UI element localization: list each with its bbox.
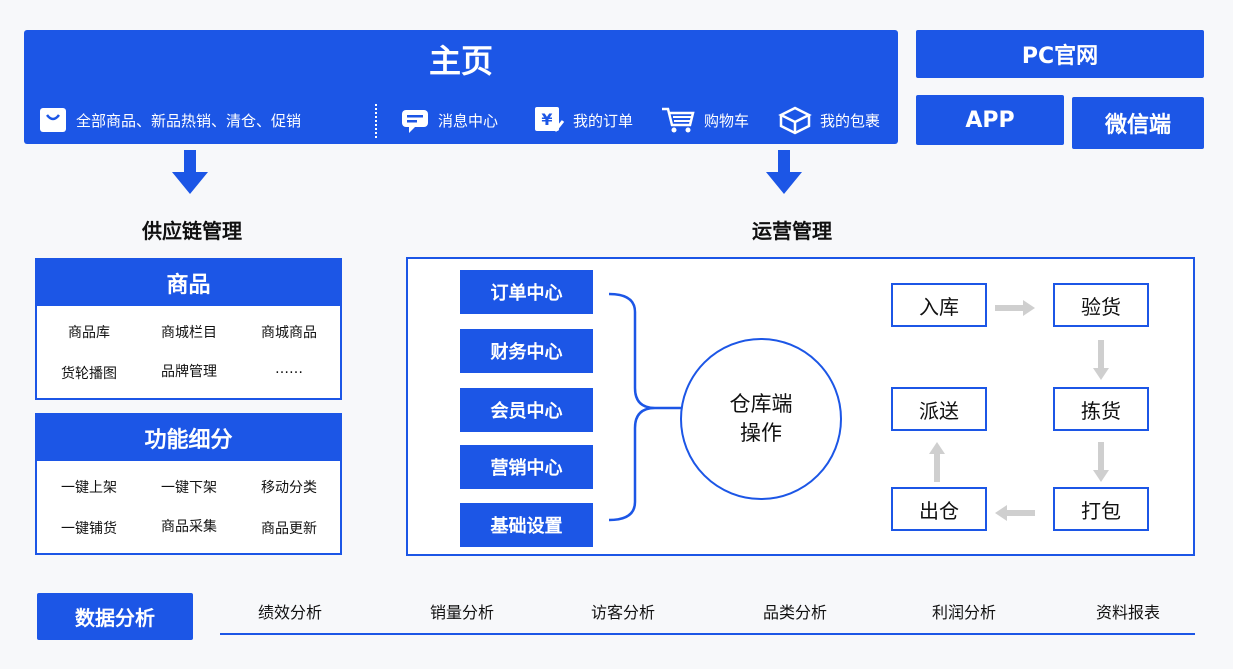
warehouse-operation-circle: 仓库端 操作	[680, 338, 842, 500]
flow-step-inbound: 入库	[891, 283, 987, 327]
analysis-item-category[interactable]: 品类分析	[762, 603, 827, 622]
operations-title: 运营管理	[752, 219, 832, 243]
flow-step-pack: 打包	[1053, 487, 1149, 531]
products-item[interactable]: 商城栏目	[161, 325, 217, 341]
basic-settings-button[interactable]: 基础设置	[460, 503, 593, 547]
flow-step-deliver: 派送	[891, 387, 987, 431]
nav-message-center-label: 消息中心	[438, 111, 499, 130]
shopping-bag-icon	[40, 108, 66, 132]
shopping-cart-icon	[662, 107, 695, 133]
functions-item[interactable]: 商品采集	[161, 519, 217, 535]
data-analysis-button[interactable]: 数据分析	[37, 593, 193, 640]
svg-text:¥: ¥	[541, 110, 552, 129]
analysis-item-profit[interactable]: 利润分析	[931, 603, 996, 622]
order-center-button[interactable]: 订单中心	[460, 270, 593, 314]
down-arrow-icon	[172, 150, 208, 194]
analysis-item-reports[interactable]: 资料报表	[1095, 603, 1160, 622]
nav-all-products[interactable]: 全部商品、新品热销、清仓、促销	[38, 102, 301, 138]
right-arrow-icon	[995, 300, 1035, 316]
functions-item[interactable]: 一键下架	[161, 480, 217, 496]
supply-chain-title: 供应链管理	[142, 219, 242, 243]
functions-item[interactable]: 一键上架	[61, 480, 117, 496]
member-center-button[interactable]: 会员中心	[460, 388, 593, 432]
left-arrow-icon	[995, 505, 1035, 521]
products-item[interactable]: 品牌管理	[161, 364, 217, 380]
brace-connector	[608, 292, 681, 522]
app-button[interactable]: APP	[916, 95, 1064, 145]
products-item[interactable]: 商城商品	[261, 325, 317, 341]
nav-my-orders-label: 我的订单	[573, 111, 634, 130]
flow-step-pick: 拣货	[1053, 387, 1149, 431]
nav-message-center[interactable]: 消息中心	[400, 102, 498, 138]
warehouse-label-line2: 操作	[740, 421, 782, 445]
products-item-more: ……	[275, 361, 303, 377]
nav-my-orders[interactable]: ¥ 我的订单	[533, 102, 633, 138]
main-header-bar: 主页	[24, 30, 898, 144]
marketing-center-button[interactable]: 营销中心	[460, 445, 593, 489]
down-arrow-icon	[766, 150, 802, 194]
functions-item[interactable]: 移动分类	[261, 480, 317, 496]
down-arrow-gray-icon	[1093, 340, 1109, 380]
functions-item[interactable]: 商品更新	[261, 521, 317, 537]
down-arrow-gray-icon	[1093, 442, 1109, 482]
wechat-button[interactable]: 微信端	[1072, 97, 1204, 149]
products-item[interactable]: 商品库	[68, 325, 110, 341]
page-title: 主页	[428, 42, 493, 80]
finance-center-button[interactable]: 财务中心	[460, 329, 593, 373]
nav-shopping-cart[interactable]: 购物车	[660, 102, 749, 138]
warehouse-label-line1: 仓库端	[729, 391, 793, 416]
nav-all-products-label: 全部商品、新品热销、清仓、促销	[76, 111, 302, 130]
pc-website-button[interactable]: PC官网	[916, 30, 1204, 78]
up-arrow-icon	[929, 442, 945, 482]
functions-card-heading: 功能细分	[37, 415, 340, 461]
message-icon	[402, 110, 428, 133]
products-card: 商品 商品库 商城栏目 商城商品 货轮播图 品牌管理 ……	[35, 258, 342, 400]
nav-my-package-label: 我的包裹	[820, 111, 881, 130]
analysis-item-visitors[interactable]: 访客分析	[590, 603, 655, 622]
analysis-item-performance[interactable]: 绩效分析	[257, 603, 322, 622]
nav-shopping-cart-label: 购物车	[704, 111, 750, 130]
nav-separator	[375, 104, 377, 138]
order-yen-icon: ¥	[535, 107, 565, 132]
flow-step-outbound: 出仓	[891, 487, 987, 531]
data-analysis-underline	[220, 633, 1195, 635]
package-icon	[778, 106, 812, 135]
products-card-heading: 商品	[37, 260, 340, 306]
flow-step-inspect: 验货	[1053, 283, 1149, 327]
functions-item[interactable]: 一键铺货	[61, 521, 117, 537]
functions-card: 功能细分 一键上架 一键下架 移动分类 一键铺货 商品采集 商品更新	[35, 413, 342, 555]
analysis-item-sales[interactable]: 销量分析	[429, 603, 494, 622]
nav-my-package[interactable]: 我的包裹	[778, 102, 880, 138]
products-item[interactable]: 货轮播图	[61, 366, 117, 382]
